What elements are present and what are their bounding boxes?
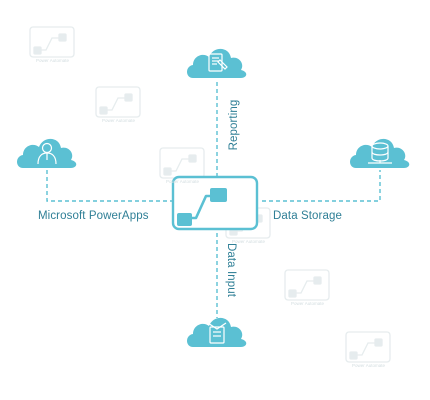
watermark-caption: Power Automate [291,301,325,306]
data-entry-form-icon [207,322,227,344]
label-data-storage: Data Storage [273,210,342,222]
center-logo-icon [171,175,259,231]
watermark-logo-icon [29,26,75,58]
node-bottom-cloud [187,317,247,347]
node-right-cloud [350,138,410,168]
background-watermarks [29,26,391,363]
database-storage-icon [368,142,392,164]
watermark-caption: Power Automate [232,239,266,244]
connector-left [46,170,172,202]
node-top-cloud [187,48,247,78]
watermark-caption: Power Automate [102,118,136,123]
connector-lines [46,82,381,318]
watermark-caption: Power Automate [166,179,200,184]
label-microsoft-powerapps: Microsoft PowerApps [38,210,149,222]
watermark-logo-icon [345,331,391,363]
watermark-logo-icon [95,86,141,118]
label-reporting: Reporting [228,99,240,151]
label-data-input: Data Input [225,242,237,298]
watermark-caption: Power Automate [352,363,386,368]
watermark-caption: Power Automate [36,58,70,63]
watermark-logo-icon [284,269,330,301]
connector-right [262,170,381,202]
user-person-icon [37,142,57,165]
watermark-logo-icon [159,147,205,179]
node-left-cloud [17,138,77,168]
report-document-icon [208,53,228,72]
